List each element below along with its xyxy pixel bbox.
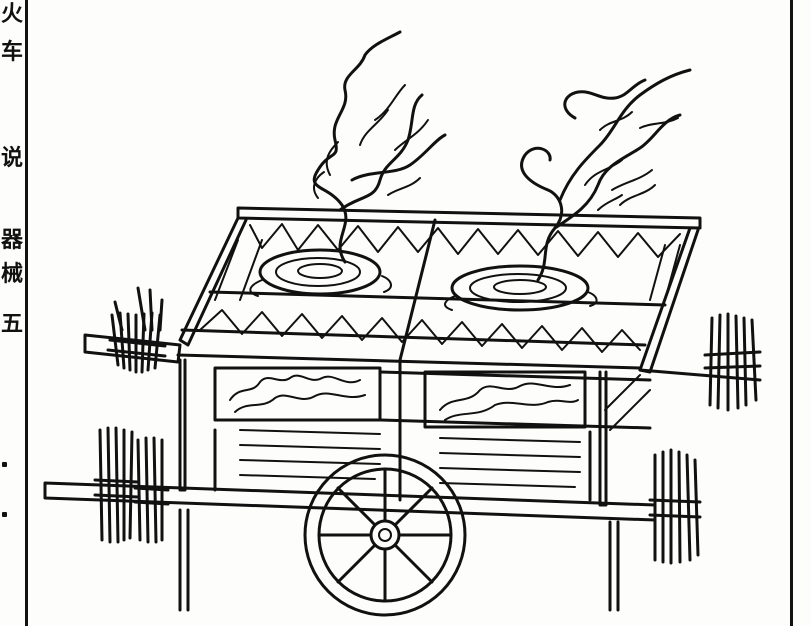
margin-glyph: 械	[1, 261, 24, 287]
margin-glyph: 器	[1, 227, 24, 253]
margin-glyph: 车	[1, 39, 24, 65]
page-bottom-edge	[0, 626, 811, 630]
cart-top-frame	[176, 206, 702, 374]
margin-caption: 火 车 说 器 械 五	[0, 0, 26, 630]
right-fire-pan	[444, 264, 598, 312]
margin-glyph: 火	[1, 1, 24, 27]
right-flame	[520, 68, 692, 282]
straw-bundle-lower-left-a	[93, 426, 140, 544]
straw-bundle-lower-right	[648, 448, 702, 565]
left-flame	[312, 30, 447, 264]
cart-wheel	[303, 453, 467, 617]
margin-glyph: 五	[1, 311, 24, 337]
straw-bundle-upper-right	[703, 312, 762, 412]
straw-bundle-upper-left	[106, 286, 167, 374]
left-border-rule	[25, 0, 28, 630]
straw-bundle-lower-left-b	[133, 436, 170, 544]
margin-dot	[2, 462, 7, 467]
margin-glyph: 说	[1, 145, 24, 171]
left-fire-pan	[249, 248, 392, 297]
right-border-rule	[790, 0, 793, 630]
margin-dot	[2, 512, 7, 517]
cart-body	[178, 358, 652, 507]
